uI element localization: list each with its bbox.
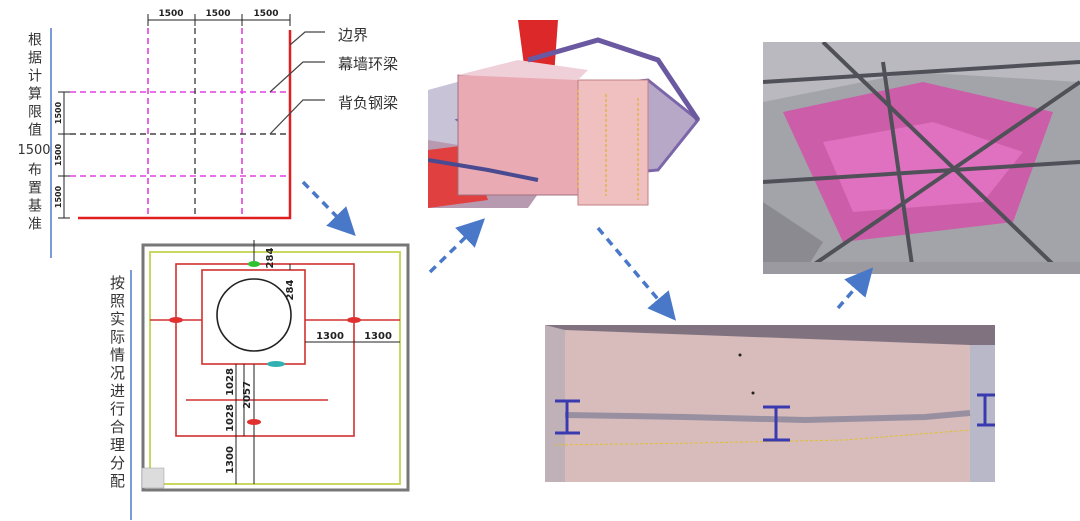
plan-dim-1028b: 1028 <box>225 404 236 432</box>
arrow-grid-to-plan <box>301 180 356 237</box>
left-side-text-top: 根据计算限值 <box>26 32 42 140</box>
plan-dim-1300b: 1300 <box>364 331 392 342</box>
i-beam-right <box>977 393 995 427</box>
top-dimension-chain <box>147 14 291 26</box>
top-dim-2: 1500 <box>205 9 230 19</box>
layout-grid-diagram: 1500 1500 1500 1500 1500 1500 <box>54 9 325 220</box>
opening-circle <box>216 278 292 352</box>
plan-side-bar <box>130 270 132 520</box>
top-dim-1: 1500 <box>158 9 183 19</box>
detail-view <box>545 325 995 482</box>
i-beam-center <box>763 405 790 442</box>
plan-dim-284b: 284 <box>285 280 296 301</box>
plan-dim-1028a: 1028 <box>225 368 236 396</box>
legend-ring-beam: 幕墙环梁 <box>338 55 399 73</box>
ring-beam-lines <box>70 28 290 218</box>
left-dim-1: 1500 <box>54 101 63 124</box>
left-dim-3: 1500 <box>54 185 63 208</box>
left-dimension-chain <box>58 91 70 219</box>
legend-boundary: 边界 <box>338 26 369 44</box>
left-side-text-num: 1500 <box>17 143 51 158</box>
left-side-text-bottom: 布置基准 <box>26 162 42 234</box>
boundary-line <box>78 30 292 220</box>
left-side-bar <box>50 28 52 258</box>
left-dim-2: 1500 <box>54 143 63 166</box>
legend-leaders <box>269 31 325 135</box>
arrow-model-to-detail <box>596 226 677 321</box>
plan-dim-2057: 2057 <box>242 381 253 409</box>
plan-dim-1300c: 1300 <box>225 446 236 474</box>
top-dim-3: 1500 <box>253 9 278 19</box>
back-beam-lines <box>70 28 290 218</box>
arrow-detail-to-model2 <box>836 267 874 310</box>
model-view-2 <box>763 42 1080 274</box>
left-side-text: 根据计算限值 1500 布置基准 <box>17 32 51 234</box>
plan-view-diagram: 284 284 1300 1300 1028 2057 1028 1300 <box>141 240 410 492</box>
plan-dim-284a: 284 <box>265 248 276 269</box>
plan-side-text: 按照实际情况进行合理分配 <box>108 275 126 491</box>
arrow-plan-to-model <box>428 218 486 274</box>
model-view-1 <box>428 20 710 208</box>
i-beam-left <box>555 399 580 435</box>
legend-back-beam: 背负钢梁 <box>338 94 399 112</box>
plan-dim-1300a: 1300 <box>316 331 344 342</box>
